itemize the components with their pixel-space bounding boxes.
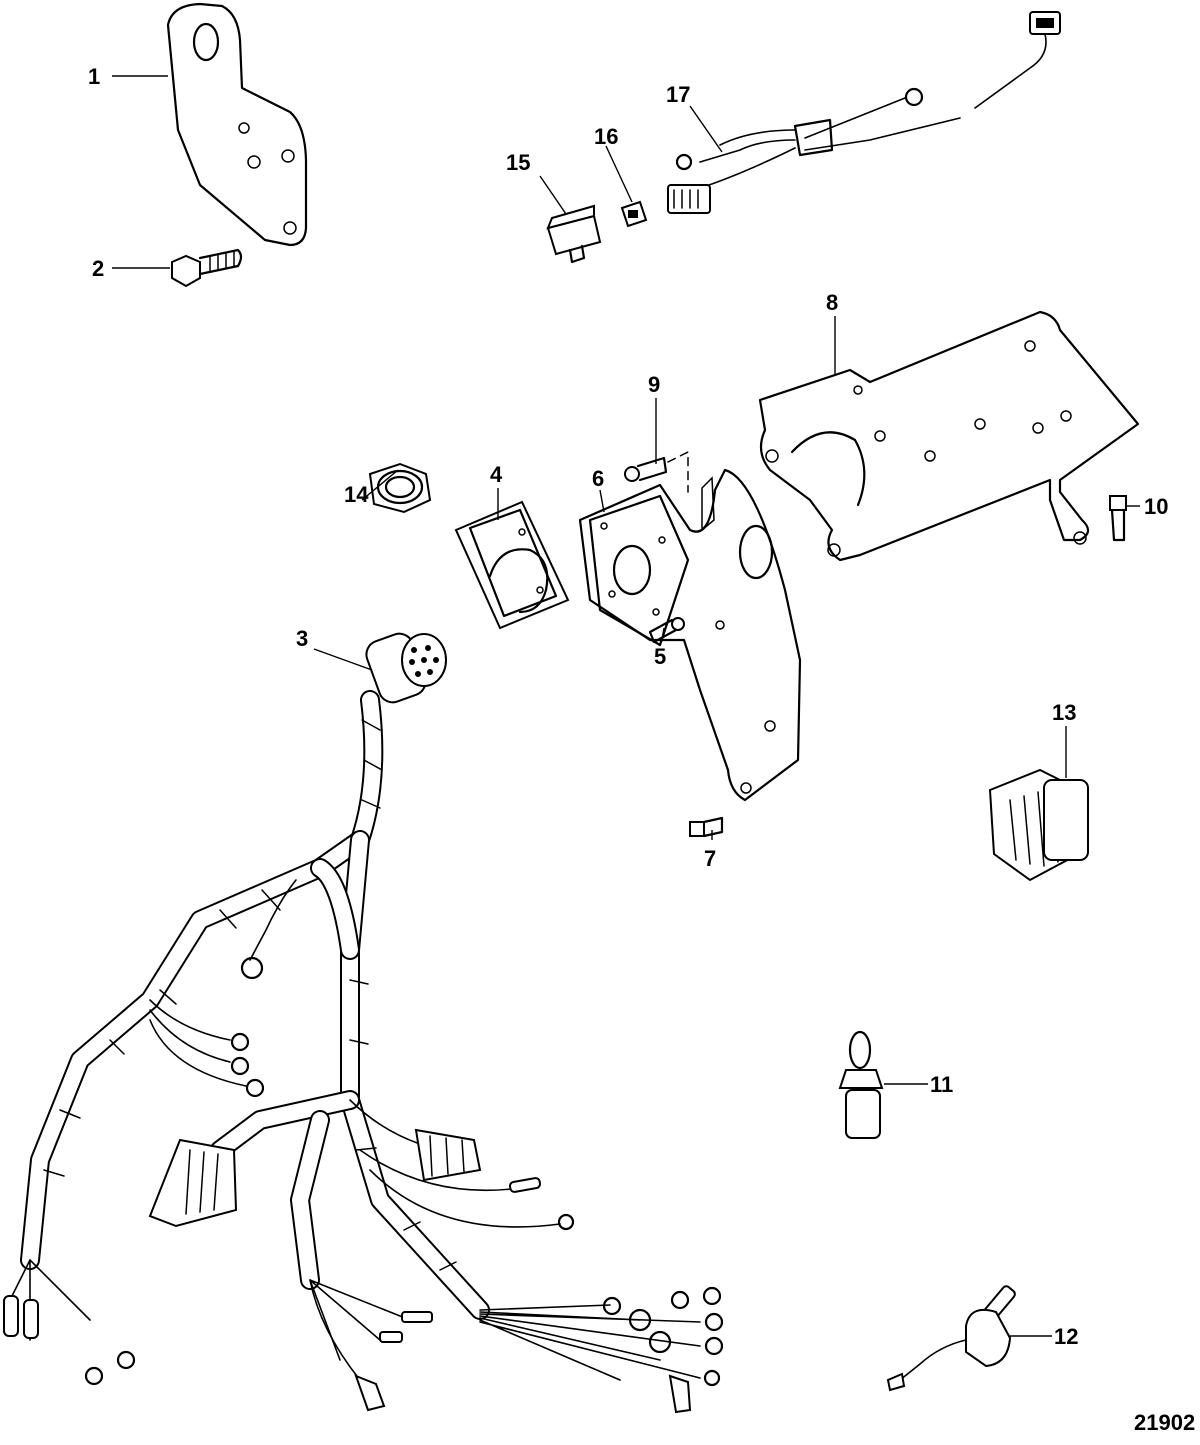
callout-11: 11 [930,1072,953,1097]
part-9-screw [624,450,689,493]
callout-5: 5 [654,644,666,669]
part-17-jumper-harness [667,11,1061,214]
callout-7: 7 [704,846,716,871]
callout-1: 1 [88,64,100,89]
callout-15: 15 [506,150,530,175]
callout-6: 6 [592,466,604,491]
part-16-fuse [620,200,648,228]
callout-9: 9 [648,372,660,397]
part-15-relay [546,204,602,264]
part-14-hex-nut [368,462,432,514]
callout-14: 14 [344,482,369,507]
part-8-mounting-plate [758,310,1140,562]
callout-16: 16 [594,124,618,149]
part-6-bracket [578,468,802,802]
part-11-terminal [838,1030,884,1139]
callout-4: 4 [490,462,503,487]
part-4-grommet-plate [454,500,570,630]
callout-10: 10 [1144,494,1168,519]
part-12-sensor [886,1285,1016,1392]
callout-13: 13 [1052,700,1076,725]
callout-17: 17 [666,82,690,107]
part-10-bolt [1109,495,1127,542]
callout-2: 2 [92,256,104,281]
part-13-connector [988,768,1089,882]
figure-number: 21902 [1134,1410,1195,1435]
part-5-screw [648,617,685,644]
part-2-bolt [171,248,243,288]
leader-lines [112,75,1140,1337]
callout-8: 8 [826,290,838,315]
part-3-wiring-harness [3,632,724,1414]
part-1-bracket [166,2,308,247]
part-7-bolt [689,816,724,838]
callout-12: 12 [1054,1324,1078,1349]
callout-3: 3 [296,626,308,651]
callout-labels: 1 2 3 4 5 6 7 8 9 10 11 12 13 14 15 16 1… [88,64,1168,1349]
